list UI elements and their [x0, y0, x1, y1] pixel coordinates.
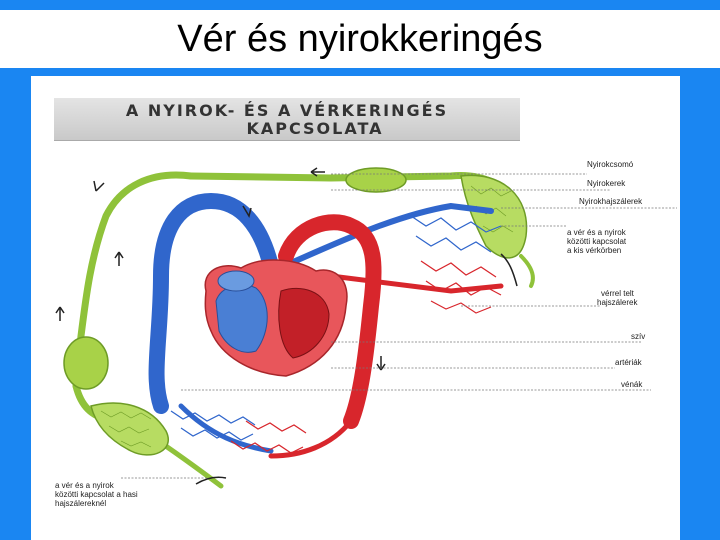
diagram-banner: A NYIROK- ÉS A VÉRKERINGÉS KAPCSOLATA [54, 98, 520, 141]
label-nyirokhajszalerek: Nyirokhajszálerek [579, 197, 643, 206]
label-sziv: szív [631, 332, 646, 341]
flow-arrows [55, 167, 518, 485]
diagram-panel: A NYIROK- ÉS A VÉRKERINGÉS KAPCSOLATA Ny… [31, 76, 680, 540]
capillary-bed-lung [410, 215, 502, 314]
arteries [268, 214, 504, 459]
leader-lines [121, 173, 677, 479]
label-verrel-1: vérrel telt [601, 289, 634, 298]
lymph-capillaries-lung [460, 174, 528, 259]
banner-line-2: KAPCSOLATA [246, 119, 384, 138]
capillary-bed-abdominal [170, 410, 307, 454]
label-hasi-3: hajszálereknél [55, 499, 107, 508]
slide-title: Vér és nyirokkeringés [0, 10, 720, 68]
label-kisverkor-2: közötti kapcsolat [567, 237, 627, 246]
label-nyirokcsomo: Nyirokcsomó [587, 160, 634, 169]
label-hasi-1: a vér és a nyirok [55, 481, 114, 490]
label-hasi-2: közötti kapcsolat a hasi [55, 490, 138, 499]
label-kisverkor-1: a vér és a nyirok [567, 228, 626, 237]
circulation-diagram [55, 167, 677, 489]
lymph-capillaries-abdominal [90, 402, 169, 456]
lymph-node-left [63, 336, 109, 390]
label-venak: vénák [621, 380, 643, 389]
label-verrel-2: hajszálerek [597, 298, 638, 307]
heart [204, 259, 348, 377]
label-nyirokerek: Nyirokerek [587, 179, 626, 188]
banner-line-1: A NYIROK- ÉS A VÉRKERINGÉS [125, 101, 449, 120]
label-kisverkor-3: a kis vérkörben [567, 246, 622, 255]
label-arteriak: artériák [615, 358, 642, 367]
lymph-node-top [345, 167, 407, 193]
